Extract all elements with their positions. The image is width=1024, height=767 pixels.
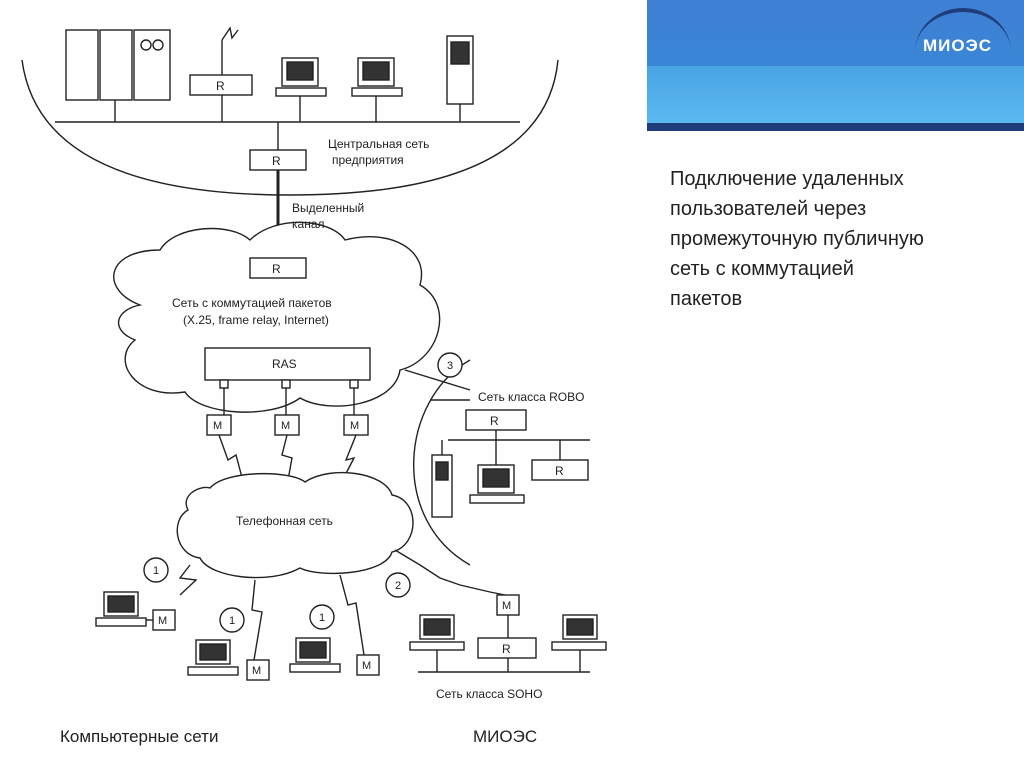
phone-network-label: Телефонная сеть bbox=[236, 514, 333, 528]
central-network-label-1: Центральная сеть bbox=[328, 137, 429, 151]
packet-network-label-2: (X.25, frame relay, Internet) bbox=[183, 313, 329, 327]
modem-label-2: M bbox=[281, 420, 290, 432]
network-diagram: R R R R R R Центральная сеть предприятия… bbox=[21, 26, 607, 701]
header-banner: МИОЭС bbox=[647, 0, 1024, 131]
router-central-label: R bbox=[272, 154, 281, 168]
soho-network-label: Сеть класса SOHO bbox=[436, 687, 542, 701]
router-packet-label: R bbox=[272, 262, 281, 276]
modem-label-6: M bbox=[362, 660, 371, 672]
logo-text: МИОЭС bbox=[923, 36, 992, 55]
marker-1c-label: 1 bbox=[319, 612, 325, 624]
leased-line-label-2: канал bbox=[292, 217, 325, 231]
banner-bar bbox=[647, 123, 1024, 131]
marker-1a-label: 1 bbox=[153, 565, 159, 577]
leased-line-label-1: Выделенный bbox=[292, 201, 364, 215]
marker-1b-label: 1 bbox=[229, 615, 235, 627]
router-soho-label: R bbox=[502, 642, 511, 656]
modem-label-4: M bbox=[158, 615, 167, 627]
slide-description: Подключение удаленных пользователей чере… bbox=[670, 168, 924, 310]
footer-course-title: Компьютерные сети bbox=[60, 727, 219, 746]
modem-label-3: M bbox=[350, 420, 359, 432]
marker-2-label: 2 bbox=[395, 580, 401, 592]
central-network-boundary bbox=[21, 59, 559, 196]
robo-network-label: Сеть класса ROBO bbox=[478, 390, 584, 404]
marker-3-label: 3 bbox=[447, 360, 453, 372]
modem-label-1: M bbox=[213, 420, 222, 432]
ras-label: RAS bbox=[272, 357, 297, 371]
logo-arc-icon bbox=[915, 8, 1011, 52]
modem-label-7: M bbox=[502, 600, 511, 612]
central-network-label-2: предприятия bbox=[332, 153, 404, 167]
footer-organization: МИОЭС bbox=[473, 727, 538, 746]
router-antenna-label: R bbox=[216, 79, 225, 93]
packet-network-label-1: Сеть с коммутацией пакетов bbox=[172, 296, 332, 310]
modem-label-5: M bbox=[252, 665, 261, 677]
router-robo-label: R bbox=[490, 414, 499, 428]
banner-stripe bbox=[647, 66, 1024, 123]
robo-network-boundary bbox=[413, 359, 471, 566]
router-robo2-label: R bbox=[555, 464, 564, 478]
